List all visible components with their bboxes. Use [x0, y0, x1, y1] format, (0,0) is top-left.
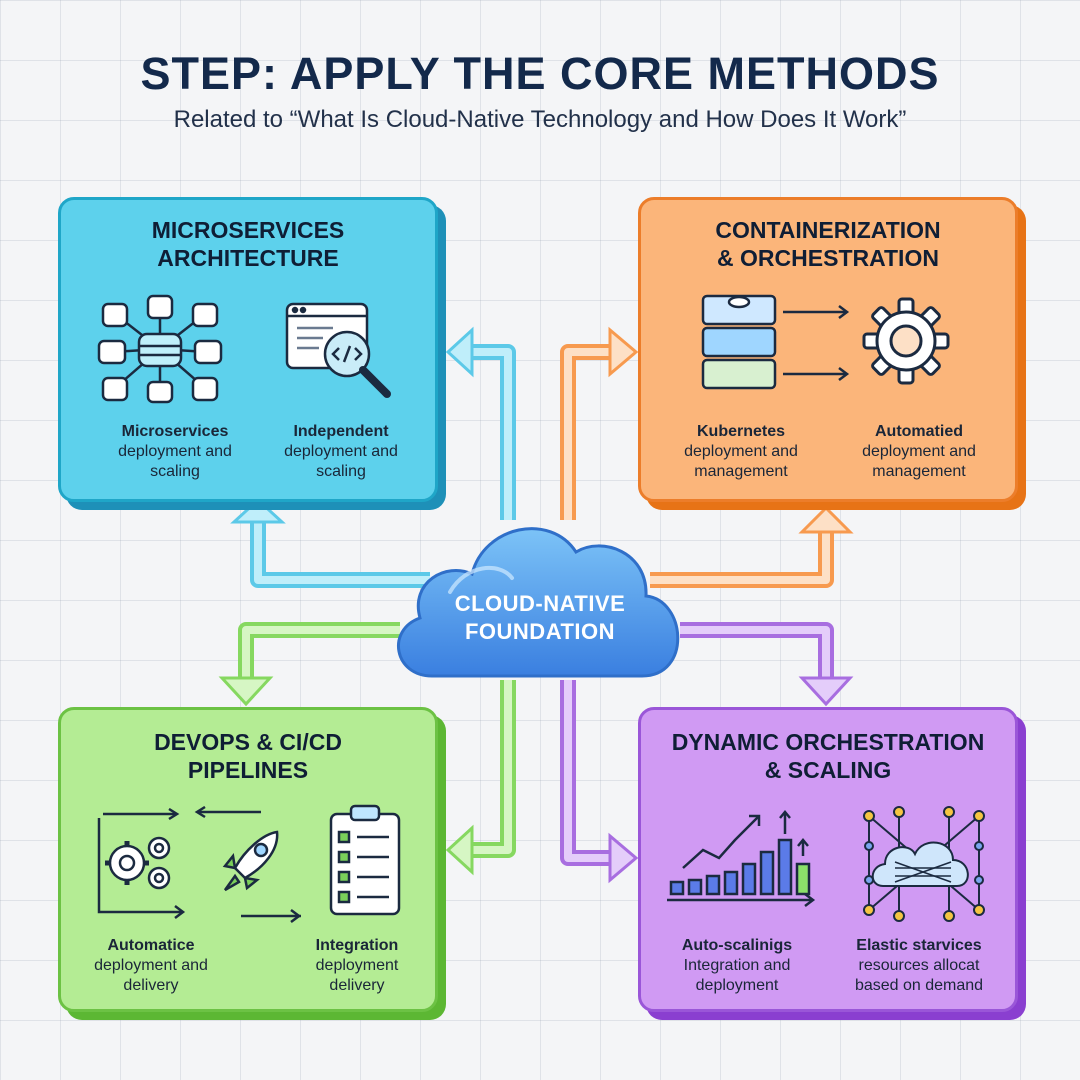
- container-stack-icon: [701, 294, 850, 390]
- rocket-icon: [194, 806, 301, 923]
- arrow-to-devops-top: [238, 622, 400, 680]
- card-title: DYNAMIC ORCHESTRATION & SCALING: [671, 729, 985, 783]
- card-title: MICROSERVICES ARCHITECTURE: [151, 217, 345, 271]
- caption-right: Integration deployment delivery: [315, 937, 399, 994]
- caption-right: Automatied deployment and management: [862, 423, 976, 480]
- checklist-icon: [329, 804, 401, 916]
- card-dynamic: DYNAMIC ORCHESTRATION & SCALING: [638, 707, 1018, 1012]
- bar-chart-growth-icon: [667, 810, 816, 907]
- cloud-native-foundation-label: CLOUD-NATIVE FOUNDATION: [454, 591, 626, 644]
- card-containerization: CONTAINERIZATION & ORCHESTRATION: [638, 197, 1018, 502]
- card-devops: DEVOPS & CI/CD PIPELINES: [58, 707, 438, 1012]
- gears-icon: [97, 808, 186, 919]
- caption-left: Auto-scalinigs Integration and deploymen…: [681, 937, 793, 994]
- code-search-icon: [285, 302, 391, 398]
- gear-icon: [862, 297, 950, 385]
- cloud-icon: [397, 527, 680, 678]
- page-title: STEP: APPLY THE CORE METHODS: [140, 48, 940, 99]
- database-network-icon: [97, 294, 223, 404]
- cloud-network-icon: [863, 806, 985, 922]
- caption-left: Kubernetes deployment and management: [684, 423, 798, 480]
- card-title: CONTAINERIZATION & ORCHESTRATION: [715, 217, 941, 271]
- arrow-to-containerization-left: [560, 344, 612, 520]
- page-subtitle: Related to “What Is Cloud-Native Technol…: [173, 106, 907, 133]
- arrow-to-devops-right: [470, 680, 516, 858]
- card-microservices: MICROSERVICES ARCHITECTURE Microser: [58, 197, 438, 502]
- card-title: DEVOPS & CI/CD PIPELINES: [154, 729, 342, 783]
- caption-left: Microservices deployment and scaling: [118, 423, 232, 480]
- caption-right: Elastic starvices resources allocat base…: [854, 937, 984, 994]
- arrow-to-dynamic-left: [560, 680, 612, 866]
- caption-left: Automatice deployment and delivery: [94, 937, 208, 994]
- caption-right: Independent deployment and scaling: [284, 423, 398, 480]
- arrow-to-microservices-right: [470, 344, 516, 520]
- arrow-to-dynamic-top: [680, 622, 834, 680]
